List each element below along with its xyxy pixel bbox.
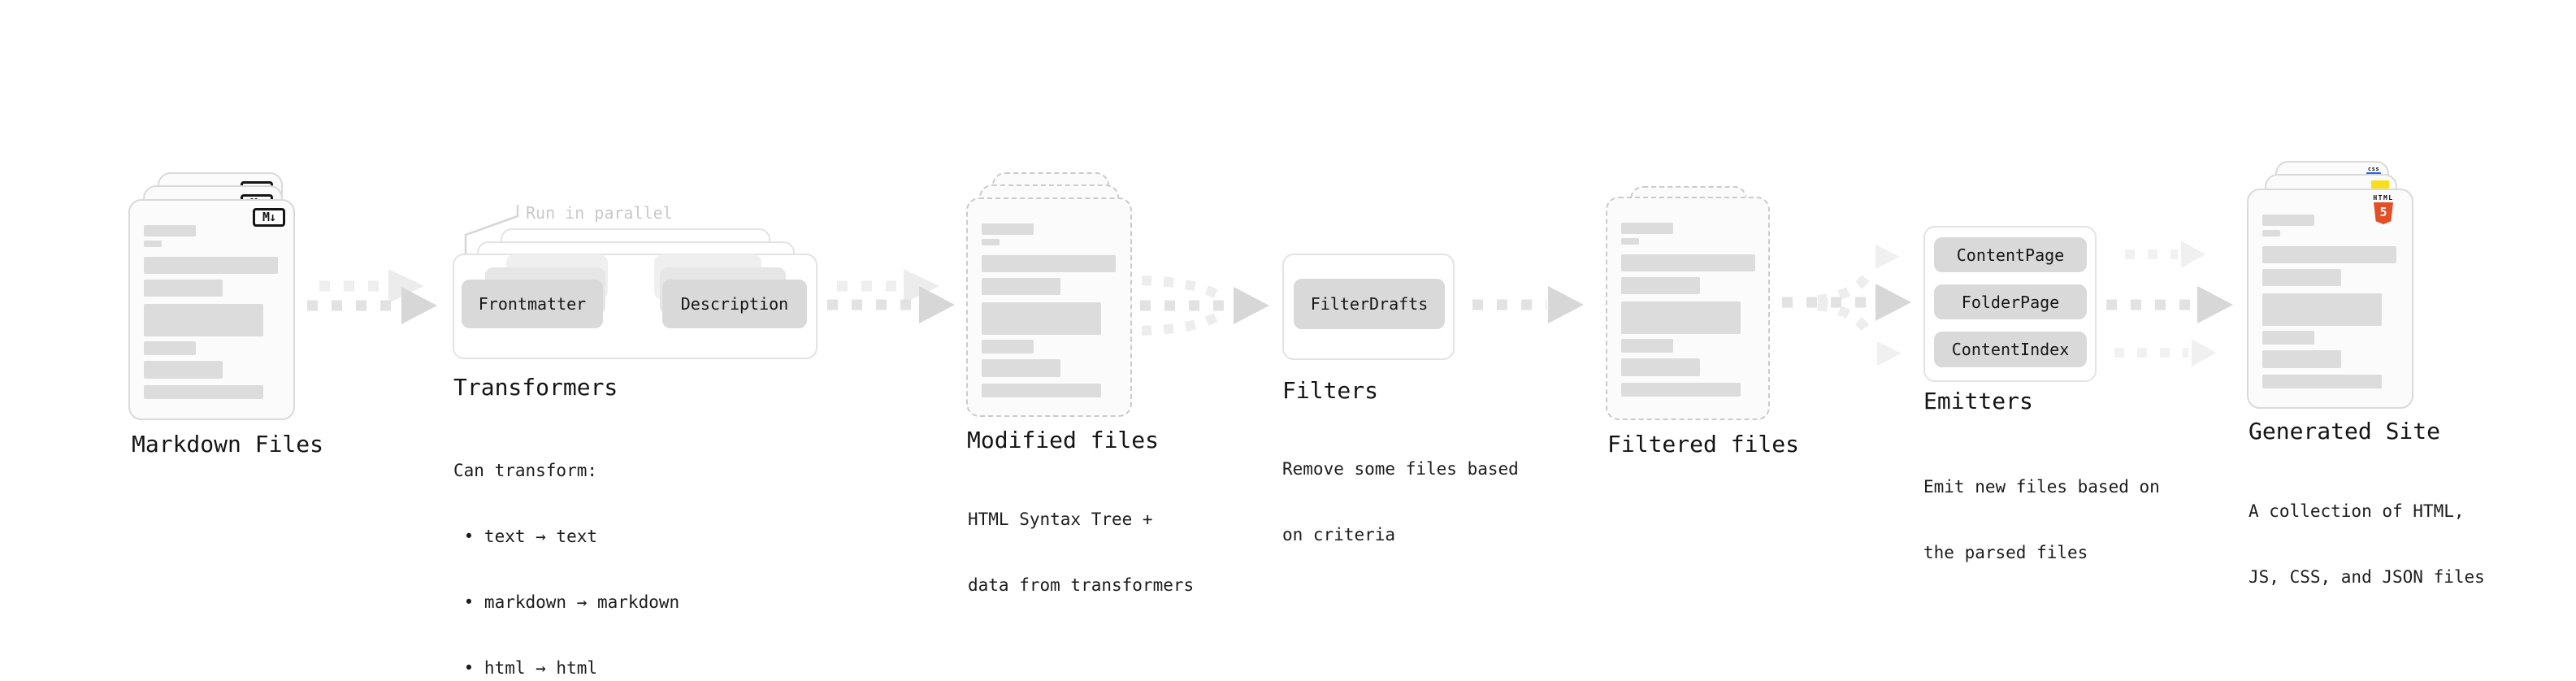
placeholder-line <box>982 239 1000 245</box>
placeholder-line <box>1621 301 1741 334</box>
js-icon <box>2371 180 2389 189</box>
placeholder-line <box>2262 293 2382 326</box>
modified-files-title: Modified files <box>967 427 1160 453</box>
flow-arrow-filtered-to-emitters <box>1782 245 1911 366</box>
transformer-box-frontmatter: Frontmatter <box>462 280 603 328</box>
stage-description-line: HTML Syntax Tree + <box>968 510 1153 529</box>
placeholder-line <box>982 278 1060 295</box>
placeholder-line <box>144 361 223 379</box>
placeholder-line <box>982 255 1116 272</box>
placeholder-line <box>2262 269 2341 286</box>
transformer-box-description: Description <box>662 280 807 328</box>
transformers-description: Can transform: • text → text • markdown … <box>453 416 679 681</box>
emitter-box-contentindex: ContentIndex <box>1934 332 2087 367</box>
placeholder-line <box>144 280 223 297</box>
stage-description-line: Remove some files based <box>1282 459 1519 479</box>
emitters-description: Emit new files based on the parsed files <box>1923 432 2160 608</box>
emitters-title: Emitters <box>1923 388 2033 414</box>
stage-description-line: A collection of HTML, <box>2249 501 2465 521</box>
generated-site-description: A collection of HTML, JS, CSS, and JSON … <box>2249 457 2485 632</box>
modified-doc-front <box>966 197 1132 417</box>
filters-description: Remove some files based on criteria <box>1282 414 1519 590</box>
placeholder-line <box>2262 350 2341 368</box>
filter-box-filterdrafts: FilterDrafts <box>1294 279 1445 329</box>
stage-description-line: • markdown → markdown <box>453 592 680 612</box>
generated-site-title: Generated Site <box>2249 418 2441 445</box>
placeholder-line <box>1621 358 1700 376</box>
placeholder-line <box>982 223 1034 235</box>
stage-description-line: JS, CSS, and JSON files <box>2249 567 2485 587</box>
placeholder-line <box>982 302 1101 335</box>
flow-arrow-filters-to-filtered <box>1472 286 1584 323</box>
run-in-parallel-connector <box>464 205 519 254</box>
filtered-files-title: Filtered files <box>1607 431 1800 458</box>
run-in-parallel-annotation: Run in parallel <box>526 203 673 223</box>
placeholder-line <box>144 385 263 399</box>
stage-description-line: Emit new files based on <box>1923 477 2160 497</box>
placeholder-line <box>1621 223 1673 234</box>
stage-description-line: data from transformers <box>968 575 1195 595</box>
placeholder-line <box>144 225 196 236</box>
stage-description-line: the parsed files <box>1923 543 2088 562</box>
site-doc-html: HTML 5 <box>2247 189 2413 409</box>
placeholder-line <box>144 341 196 355</box>
placeholder-line <box>2262 331 2314 345</box>
stage-description-line: Can transform: <box>453 461 598 480</box>
placeholder-line <box>2262 246 2396 263</box>
flow-arrow-emitters-to-site <box>2106 241 2233 367</box>
filters-title: Filters <box>1282 377 1379 404</box>
placeholder-line <box>1621 383 1741 397</box>
placeholder-line <box>1621 277 1700 294</box>
markdown-doc-front: M↓ <box>128 199 295 420</box>
css-icon: css <box>2366 167 2381 175</box>
html5-icon: HTML 5 <box>2366 194 2400 224</box>
flow-arrow-markdown-to-transformers <box>307 269 437 324</box>
placeholder-line <box>982 340 1034 354</box>
placeholder-line <box>1621 339 1673 353</box>
stage-description-line: on criteria <box>1282 525 1396 544</box>
flow-arrow-modified-to-filters <box>1140 275 1269 336</box>
placeholder-line <box>2262 230 2280 236</box>
placeholder-line <box>144 241 162 247</box>
flow-arrow-transformers-to-modified <box>827 269 955 323</box>
placeholder-line <box>1621 238 1639 245</box>
placeholder-line <box>1621 254 1755 271</box>
stage-description-line: • text → text <box>453 527 598 546</box>
markdown-icon: M↓ <box>253 208 285 227</box>
placeholder-line <box>144 304 263 336</box>
emitter-box-contentpage: ContentPage <box>1934 237 2087 272</box>
placeholder-line <box>2262 215 2314 226</box>
placeholder-line <box>144 257 278 274</box>
modified-files-description: HTML Syntax Tree + data from transformer… <box>968 465 1194 640</box>
emitter-box-folderpage: FolderPage <box>1934 284 2087 319</box>
transformers-title: Transformers <box>453 374 618 401</box>
placeholder-line <box>982 359 1060 377</box>
markdown-files-title: Markdown Files <box>132 431 324 458</box>
placeholder-line <box>982 384 1101 397</box>
stage-description-line: • html → html <box>453 658 598 678</box>
placeholder-line <box>2262 375 2382 388</box>
filtered-doc-front <box>1606 197 1770 420</box>
